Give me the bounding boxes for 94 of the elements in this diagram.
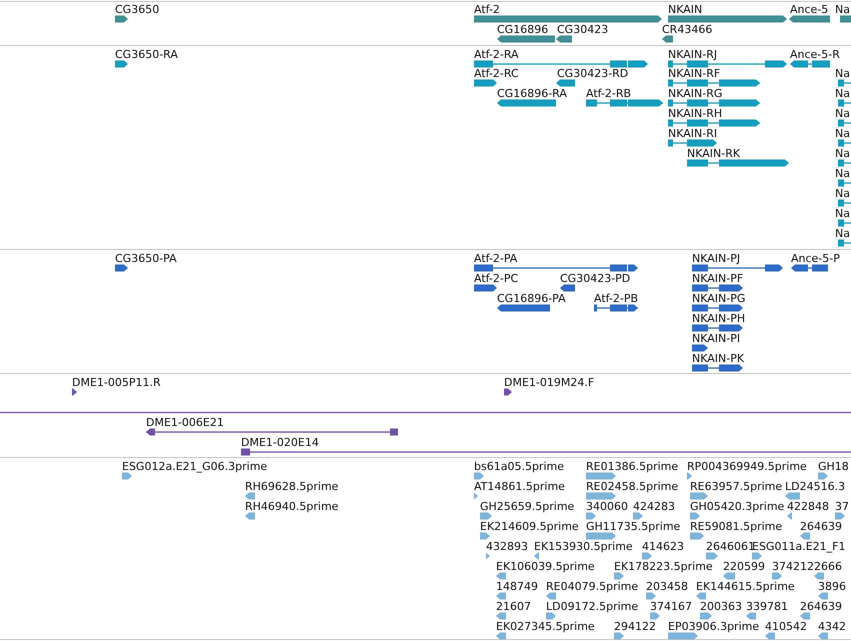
feature-label: RE01386.5prime [586,460,678,474]
feature-label: EK106039.5prime [496,560,595,574]
feature-label: Na [835,187,850,201]
feature-label: Na [835,227,850,241]
feature-label: Na [835,107,850,121]
feature-label: NKAIN-PI [692,332,740,346]
feature-label: Atf-2 [474,3,500,17]
feature-label: 339781 [746,600,788,614]
feature-label: 432893 [486,540,528,554]
feature-label: EK178223.5prime [614,560,713,574]
feature-label: NKAIN-PF [692,272,744,286]
feature-label: 4342 [818,620,846,634]
feature-label: Atf-2-RC [474,67,519,81]
feature-label: 200363 [700,600,742,614]
feature-label: 2666 [814,560,842,574]
feature-label: Ance-5 [790,3,828,17]
feature-label: NKAIN-PJ [692,252,740,266]
feature-label: 220599 [723,560,765,574]
feature-label: NKAIN-RK [687,147,740,161]
feature-label: EK153930.5prime [534,540,633,554]
feature-label: bs61a05.5prime [474,460,564,474]
feature-label: CG3650 [115,3,160,17]
feature-label: ESG012a.E21_G06.3prime [122,460,268,474]
feature-label: NKAIN-RF [668,67,720,81]
feature-label: 264639 [800,600,842,614]
feature-label: DME1-006E21 [146,416,224,430]
feature-label: CG30423-RD [557,67,628,81]
feature-label: RH46940.5prime [245,500,338,514]
feature-label: Na [835,3,850,17]
feature-label: EK144615.5prime [696,580,795,594]
feature-label: RP004369949.5prime [687,460,807,474]
feature-label: RE63957.5prime [690,480,782,494]
feature-label: 340060 [586,500,628,514]
feature-label: CG3650-PA [115,252,177,266]
feature-label: CG16896 [497,23,548,37]
feature-label: LD24516.3 [785,480,846,494]
feature-label: EP03906.3prime [668,620,760,634]
feature-label: CR43466 [662,23,712,37]
feature-label: 374167 [650,600,692,614]
feature-label: 410542 [765,620,807,634]
feature-label: RE59081.5prime [690,520,782,534]
feature-label: NKAIN-RH [668,107,722,121]
feature-label: 148749 [496,580,538,594]
feature-label: GH18 [818,460,849,474]
feature-label: NKAIN-RG [668,87,722,101]
feature-label: Atf-2-PB [594,292,638,306]
feature-label: GH11735.5prime [586,520,680,534]
feature-label: AT14861.5prime [474,480,565,494]
feature-label: Atf-2-PC [474,272,518,286]
feature-label: EK027345.5prime [496,620,595,634]
feature-label: DME1-005P11.R [72,376,161,390]
feature-label: Na [835,67,850,81]
feature-label: 264639 [800,520,842,534]
feature-label: DME1-020E14 [241,436,319,450]
feature-label: NKAIN-RI [668,127,718,141]
feature-label: GH05420.3prime [690,500,784,514]
feature-label: Na [835,167,850,181]
feature-label: 414623 [642,540,684,554]
feature-label: CG16896-PA [497,292,566,306]
feature-label: CG16896-RA [497,87,567,101]
feature-label: Atf-2-RA [474,48,519,62]
feature-label: 424283 [633,500,675,514]
feature-label: 37 [835,500,849,514]
feature-label: Ance-5-P [791,252,840,266]
feature-label: NKAIN-PH [692,312,746,326]
feature-label: 203458 [646,580,688,594]
feature-label: 2646061 [706,540,755,554]
feature-label: 3896 [818,580,846,594]
feature-label: NKAIN-PK [692,352,744,366]
feature-label: 374212 [772,560,814,574]
feature-label: CG30423 [557,23,608,37]
feature-label: NKAIN [668,3,702,17]
feature-label: Na [835,207,850,221]
feature-label: GH25659.5prime [480,500,574,514]
feature-label: 294122 [614,620,656,634]
feature-label: LD09172.5prime [546,600,638,614]
feature-label: Atf-2-PA [474,252,518,266]
feature-label: RH69628.5prime [245,480,338,494]
feature-label: RE04079.5prime [546,580,638,594]
feature-label: Ance-5-R [790,48,840,62]
feature-label: CG30423-PD [560,272,630,286]
feature-label: Atf-2-RB [586,87,632,101]
feature-label: 422848 [787,500,829,514]
feature-label: Na [835,147,850,161]
feature-label: NKAIN-PG [692,292,746,306]
feature-label: 21607 [496,600,531,614]
feature-label: Na [835,127,850,141]
feature-label: NKAIN-RJ [668,48,718,62]
feature-label: ESG011a.E21_F1 [752,540,846,554]
feature-label: DME1-019M24.F [504,376,594,390]
feature-label: Na [835,87,850,101]
feature-label: EK214609.5prime [480,520,579,534]
feature-label: CG3650-RA [115,48,178,62]
feature-label: RE02458.5prime [586,480,678,494]
